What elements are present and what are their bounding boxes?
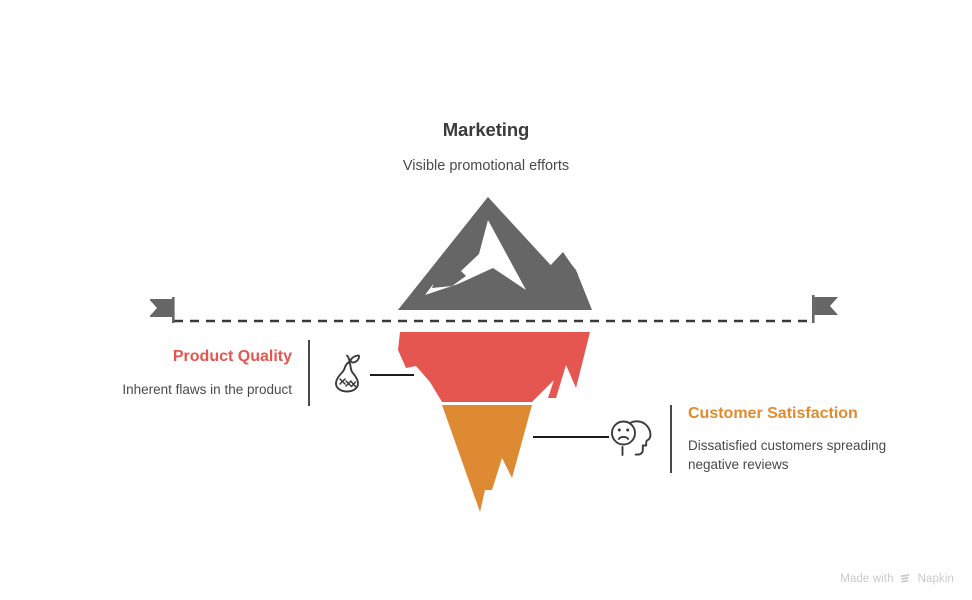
product-quality-text: Product Quality Inherent flaws in the pr… bbox=[122, 347, 308, 399]
iceberg-graphic bbox=[380, 190, 610, 530]
flag-right-icon bbox=[812, 295, 838, 323]
marketing-subtitle: Visible promotional efforts bbox=[402, 158, 570, 175]
product-quality-title: Product Quality bbox=[172, 347, 292, 365]
callout-divider-left bbox=[308, 340, 310, 406]
iceberg-lower-section bbox=[442, 405, 532, 512]
marketing-title: Marketing bbox=[442, 119, 530, 140]
callout-divider-right bbox=[670, 405, 672, 474]
marketing-callout: Marketing Visible promotional efforts bbox=[0, 118, 972, 176]
iceberg-upper-section bbox=[398, 332, 590, 402]
product-quality-subtitle: Inherent flaws in the product bbox=[122, 381, 292, 397]
watermark-prefix-label: Made with bbox=[840, 573, 894, 585]
product-quality-callout: Product Quality Inherent flaws in the pr… bbox=[70, 340, 370, 406]
customer-satisfaction-text: Customer Satisfaction Dissatisfied custo… bbox=[672, 404, 918, 475]
damaged-pear-icon bbox=[326, 351, 370, 395]
customer-satisfaction-callout: Customer Satisfaction Dissatisfied custo… bbox=[606, 404, 918, 475]
customer-satisfaction-title: Customer Satisfaction bbox=[688, 405, 858, 422]
napkin-watermark[interactable]: Made with Napkin bbox=[840, 572, 954, 586]
customer-satisfaction-subtitle: Dissatisfied customers spreading negativ… bbox=[688, 438, 887, 472]
sad-head-icon bbox=[606, 415, 656, 463]
mountain-icon bbox=[398, 197, 592, 310]
connector-line-left bbox=[370, 374, 414, 376]
flag-left-icon bbox=[150, 297, 175, 323]
waterline bbox=[150, 290, 840, 338]
watermark-brand-label: Napkin bbox=[917, 573, 954, 585]
connector-line-right bbox=[533, 436, 609, 438]
napkin-layers-icon bbox=[899, 572, 913, 586]
